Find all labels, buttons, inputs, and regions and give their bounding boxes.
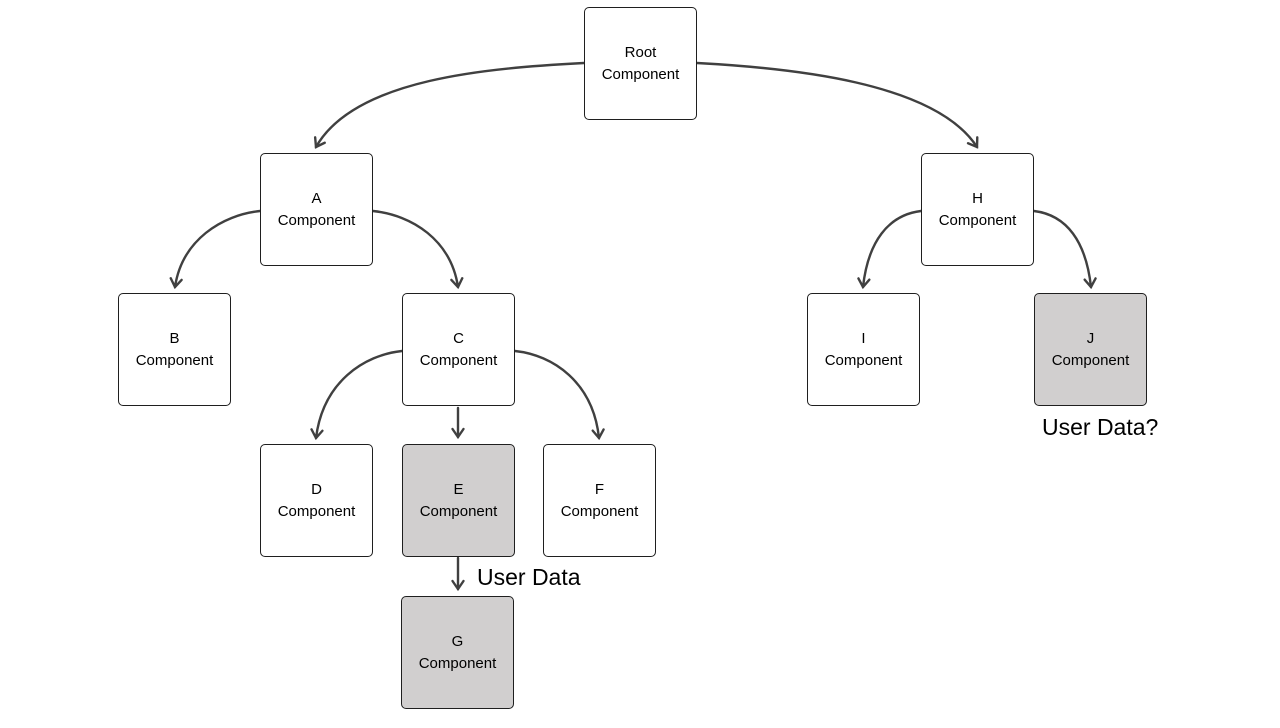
node-h-line1: H (972, 189, 983, 207)
edge-root-a (313, 61, 586, 149)
edge-h-j (1032, 209, 1097, 290)
edge-a-c (371, 209, 464, 290)
node-d-line2: Component (277, 502, 356, 520)
user-data-label: User Data (477, 564, 581, 590)
node-a-line1: A (311, 189, 322, 207)
node-a-component: A Component (260, 153, 373, 266)
node-f-line1: F (594, 480, 605, 498)
node-e-line1: E (453, 480, 464, 498)
node-c-line1: C (453, 329, 464, 347)
node-i-line2: Component (824, 351, 903, 369)
node-b-line2: Component (135, 351, 214, 369)
edge-h-i (857, 209, 923, 290)
node-d-component: D Component (260, 444, 373, 557)
node-c-line2: Component (419, 351, 498, 369)
edge-a-b (169, 209, 262, 290)
node-j-line2: Component (1051, 351, 1130, 369)
node-d-line1: D (311, 480, 322, 498)
node-f-component: F Component (543, 444, 656, 557)
node-g-component: G Component (401, 596, 514, 709)
node-g-line2: Component (418, 654, 497, 672)
node-b-line1: B (169, 329, 180, 347)
node-h-component: H Component (921, 153, 1034, 266)
node-i-line1: I (861, 329, 866, 347)
node-b-component: B Component (118, 293, 231, 406)
node-g-line1: G (451, 632, 464, 650)
edge-root-h (695, 61, 979, 149)
edges-group (169, 61, 1097, 592)
edge-c-d (310, 349, 404, 441)
node-e-component: E Component (402, 444, 515, 557)
node-root-component: Root Component (584, 7, 697, 120)
node-j-component: J Component (1034, 293, 1147, 406)
node-f-line2: Component (560, 502, 639, 520)
node-a-line2: Component (277, 211, 356, 229)
node-c-component: C Component (402, 293, 515, 406)
node-root-line1: Root (624, 43, 657, 61)
edge-c-f (513, 349, 605, 441)
node-h-line2: Component (938, 211, 1017, 229)
node-j-line1: J (1086, 329, 1095, 347)
node-i-component: I Component (807, 293, 920, 406)
user-data-question-label: User Data? (1042, 414, 1159, 440)
node-root-line2: Component (601, 65, 680, 83)
node-e-line2: Component (419, 502, 498, 520)
